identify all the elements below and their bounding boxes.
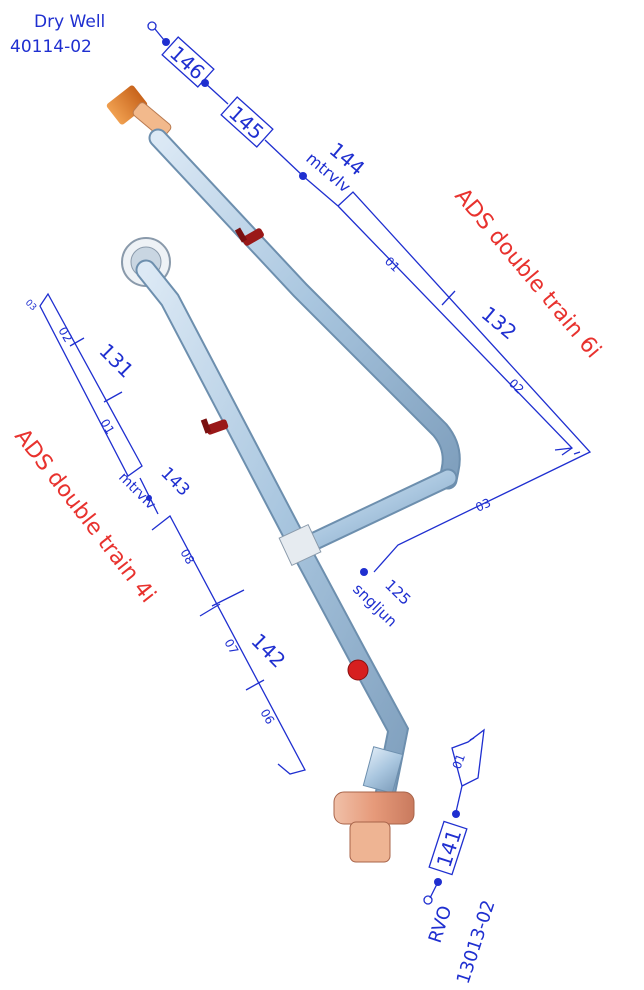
tee-fitting <box>278 523 322 567</box>
node-131-sub-01: 01 <box>97 417 117 437</box>
node-132-label: 132 <box>477 301 522 344</box>
rvo-number: 13013-02 <box>453 898 500 987</box>
node-141-sub-01: 01 <box>450 752 468 771</box>
pipe-131-outline <box>39 292 143 477</box>
node-143-label: 143 <box>156 463 193 500</box>
valve-lower <box>200 418 229 435</box>
upper-nodal-chain: 146 145 144 mtrvlv 01 02 03 132 <box>147 21 592 573</box>
node-142-sub-06: 06 <box>257 707 277 727</box>
node-142-sub-07: 07 <box>221 637 241 657</box>
bottom-nodal-chain: 01 141 RVO 13013-02 <box>423 728 500 987</box>
red-ball-valve <box>347 659 369 681</box>
ads-double-train-6i: ADS double train 6i <box>449 184 605 363</box>
node-131-sub-03: 03 <box>23 298 38 313</box>
dry-well-label: Dry Well <box>34 12 105 32</box>
lower-nodal-chain: 03 02 01 131 143 mtrvlv 08 07 06 142 <box>23 292 306 775</box>
node-145-box <box>220 96 274 148</box>
ads-double-train-4i: ADS double train 4i <box>9 424 160 607</box>
node-141-box <box>428 820 468 876</box>
node-132-sub-01: 01 <box>382 254 403 275</box>
pipe-132-outline <box>337 191 592 573</box>
pipe-142-outline <box>151 515 306 775</box>
dry-well-number: 40114-02 <box>10 37 92 57</box>
pipe-render <box>106 85 461 863</box>
bottom-flange <box>333 746 415 863</box>
node-131-label: 131 <box>94 339 138 383</box>
top-flange <box>106 85 172 138</box>
rvo-label: RVO <box>425 903 457 945</box>
node-142-label: 142 <box>246 629 290 673</box>
node-125-dot <box>360 568 368 576</box>
node-131-sub-02: 02 <box>55 325 75 345</box>
node-132-sub-03: 03 <box>473 496 493 515</box>
pipe-141-sub-01 <box>451 728 485 787</box>
node-141-label: 141 <box>432 826 467 870</box>
node-143-mtrvlv: mtrvlv <box>115 470 158 513</box>
node-142-sub-08: 08 <box>177 547 197 567</box>
node-146-box <box>161 36 215 88</box>
valve-upper <box>234 227 264 246</box>
